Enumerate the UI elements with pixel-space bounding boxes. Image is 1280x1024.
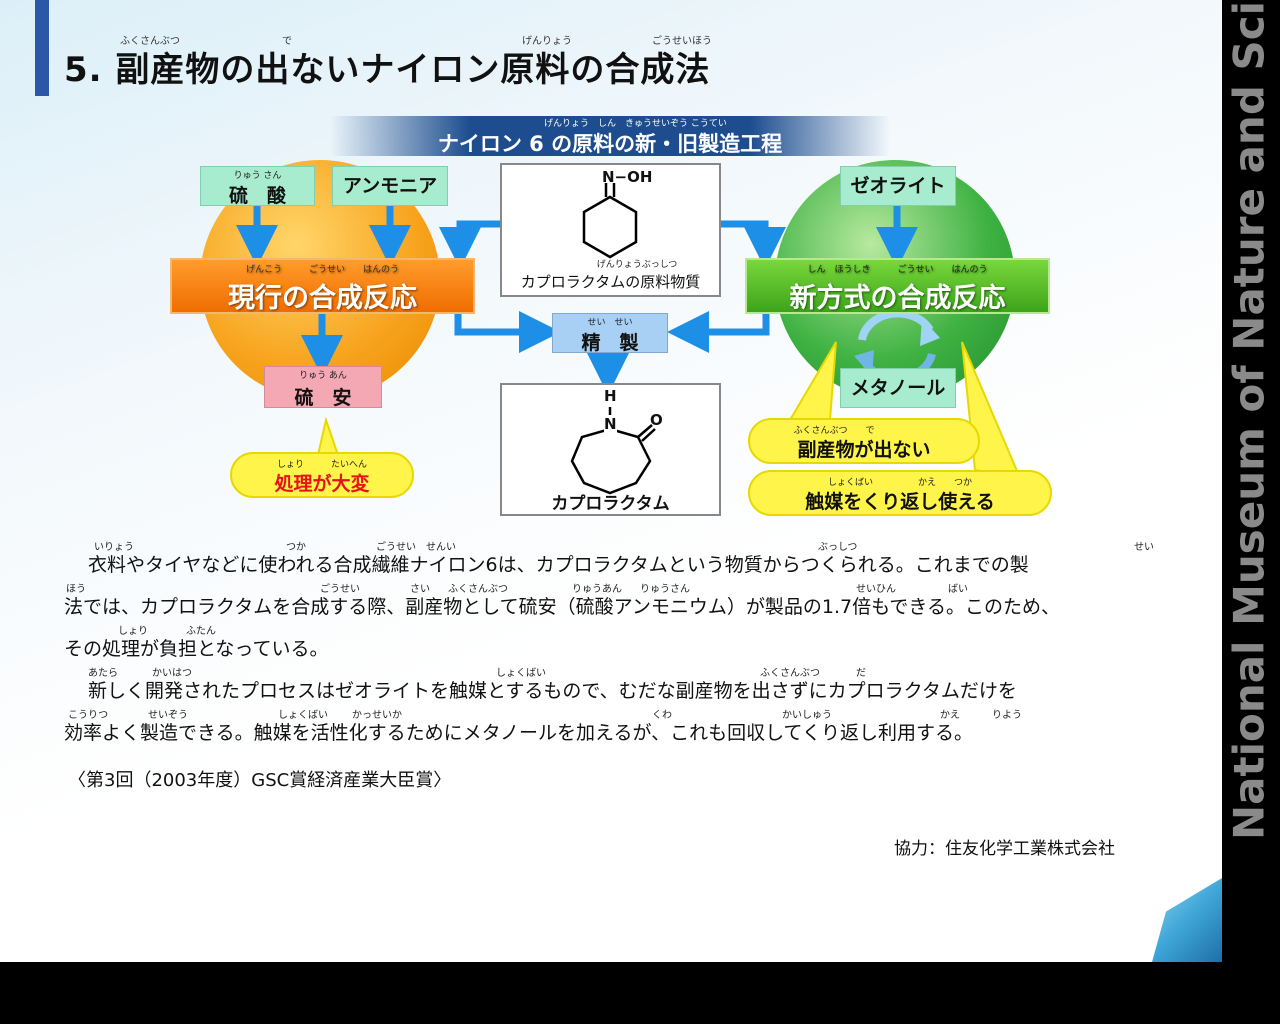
methanol-box: メタノール [840,368,956,408]
title-ruby-4: ごうせいほう [652,36,712,47]
oxime-label: カプロラクタムの原料物質 [520,273,701,291]
award-line: 〈第3回（2003年度）GSC賞経済産業大臣賞〉 [68,770,452,791]
no-byproduct-bubble: ふくさんぶつ で 副産物が出ない [748,418,980,464]
ruby-1b: つか [286,542,306,553]
oxime-box: N−OH げんりょうぶっしつ カプロラクタムの原料物質 [500,163,721,297]
body-p1-line3: その処理が負担となっている。 [64,638,329,660]
ruby-5b: せいぞう [148,710,188,721]
reusable-catalyst-label: 触媒をくり返し使える [805,491,995,513]
diagram-arrows [236,206,1022,480]
ruby-2f: りゅうさん [640,584,690,595]
zeolite-box: ゼオライト [840,166,956,206]
purification-label: 精 製 [581,332,639,354]
ruby-2b: ごうせい [320,584,360,595]
hard-disposal-bubble: しょり たいへん 処理が大変 [230,452,414,498]
ruby-2g: せいひん [856,584,896,595]
ruby-2d: ふくさんぶつ [448,584,508,595]
body-p1-line1: 衣料やタイヤなどに使われる合成繊維ナイロン6は、カプロラクタムという物質からつく… [88,554,1029,576]
ruby-1d: ぶっしつ [818,542,858,553]
title-accent-bar [35,0,49,96]
recycle-arrowhead-top [920,318,940,346]
ruby-1a: いりょう [94,542,134,553]
purification-box: せい せい 精 製 [552,313,668,354]
diagram-banner: げんりょう しん きゅうせいぞう こうてい ナイロン 6 の原料の新・旧製造工程 [330,116,890,156]
ammonium-sulfate-box: りゅう あん 硫 安 [264,366,382,409]
ammonium-sulfate-label: 硫 安 [294,387,352,409]
arrow-current-to-purify [454,311,561,353]
lactam-o-label: O [650,411,663,429]
oxime-label-ruby: げんりょうぶっしつ [596,260,678,270]
ruby-3b: ふたん [186,626,216,637]
new-reaction-ruby: しん ほうしき ごうせい はんのう [807,265,988,275]
current-reaction-ruby: げんこう ごうせい はんのう [245,265,399,275]
body-p2-line1: 新しく開発されたプロセスはゼオライトを触媒とするもので、むだな副産物を出さずにカ… [88,680,1017,702]
ruby-1c: ごうせい せんい [376,542,456,553]
ruby-1e: せい [1134,542,1154,553]
ruby-4b: かいはつ [152,668,192,679]
ruby-5a: こうりつ [68,710,109,721]
ammonia-box: アンモニア [332,166,448,206]
body-p2-line2: 効率よく製造できる。触媒を活性化するためにメタノールを加えるが、これも回収してく… [64,722,973,744]
banner-title: ナイロン 6 の原料の新・旧製造工程 [437,132,783,156]
ruby-2c: さい [410,584,430,595]
oxime-group-label: N−OH [602,168,653,186]
new-reaction-label: 新方式の合成反応 [789,283,1006,314]
credit-line: 協力：住友化学工業株式会社 [894,839,1115,859]
title-ruby-1: ふくさんぶつ [120,36,180,47]
ruby-4e: だ [856,668,866,679]
ruby-4d: ふくさんぶつ [760,668,820,679]
reusable-catalyst-bubble: しょくばい かえ つか 触媒をくり返し使える [748,470,1052,516]
caprolactam-label: カプロラクタム [551,494,670,514]
ruby-4c: しょくばい [496,668,546,679]
current-reaction-box: げんこう ごうせい はんのう 現行の合成反応 [170,258,475,314]
caprolactam-box: H N O カプロラクタム [500,383,721,516]
lactam-n-label: N [604,415,617,433]
ruby-2a: ほう [66,584,86,595]
hard-disposal-ruby: しょり たいへん [276,460,367,470]
ruby-3a: しょり [118,626,148,637]
ruby-5h: りよう [992,710,1022,721]
side-band [1222,0,1280,1024]
no-byproduct-label: 副産物が出ない [797,439,931,461]
sulfuric-acid-ruby: りゅう さん [233,171,282,181]
banner-ruby: げんりょう しん きゅうせいぞう こうてい [544,119,727,129]
lactam-h-label: H [604,387,617,405]
title-ruby-2: で [282,36,292,47]
arrow-new-to-purify [667,311,770,353]
bubble-tail-left [316,416,340,456]
ruby-4a: あたら [88,668,118,679]
ruby-5d: かっせいか [352,710,402,721]
no-byproduct-ruby: ふくさんぶつ で [793,426,875,436]
hard-disposal-label: 処理が大変 [274,473,370,495]
page-title: 5. 副産物の出ないナイロン原料の合成法 [64,50,711,90]
body-p1-line2: 法では、カプロラクタムを合成する際、副産物として硫安（硫酸アンモニウム）が製品の… [64,596,1060,618]
current-reaction-label: 現行の合成反応 [228,283,417,314]
ruby-5g: かえ [940,710,960,721]
sulfuric-acid-label: 硫 酸 [228,185,286,207]
new-reaction-box: しん ほうしき ごうせい はんのう 新方式の合成反応 [745,258,1050,314]
purification-ruby: せい せい [587,318,633,328]
recycle-arrow-top [858,309,934,341]
ruby-2h: ばい [948,584,968,595]
sulfuric-acid-box: りゅう さん 硫 酸 [200,166,315,207]
ruby-5e: くわ [652,710,672,721]
ammonium-sulfate-ruby: りゅう あん [299,371,347,381]
arrow-oxime-to-current [439,220,500,269]
ruby-5f: かいしゅう [782,710,832,721]
bubble-tail-mid [788,341,837,421]
oxime-structure [582,183,638,259]
ruby-5c: しょくばい [278,710,328,721]
ruby-2e: りゅうあん [572,584,622,595]
title-ruby-3: げんりょう [522,36,572,47]
arrow-oxime-to-new [720,220,786,269]
reusable-catalyst-ruby: しょくばい かえ つか [827,478,972,488]
museum-name: National Museum of Nature and Science [1224,0,1274,840]
